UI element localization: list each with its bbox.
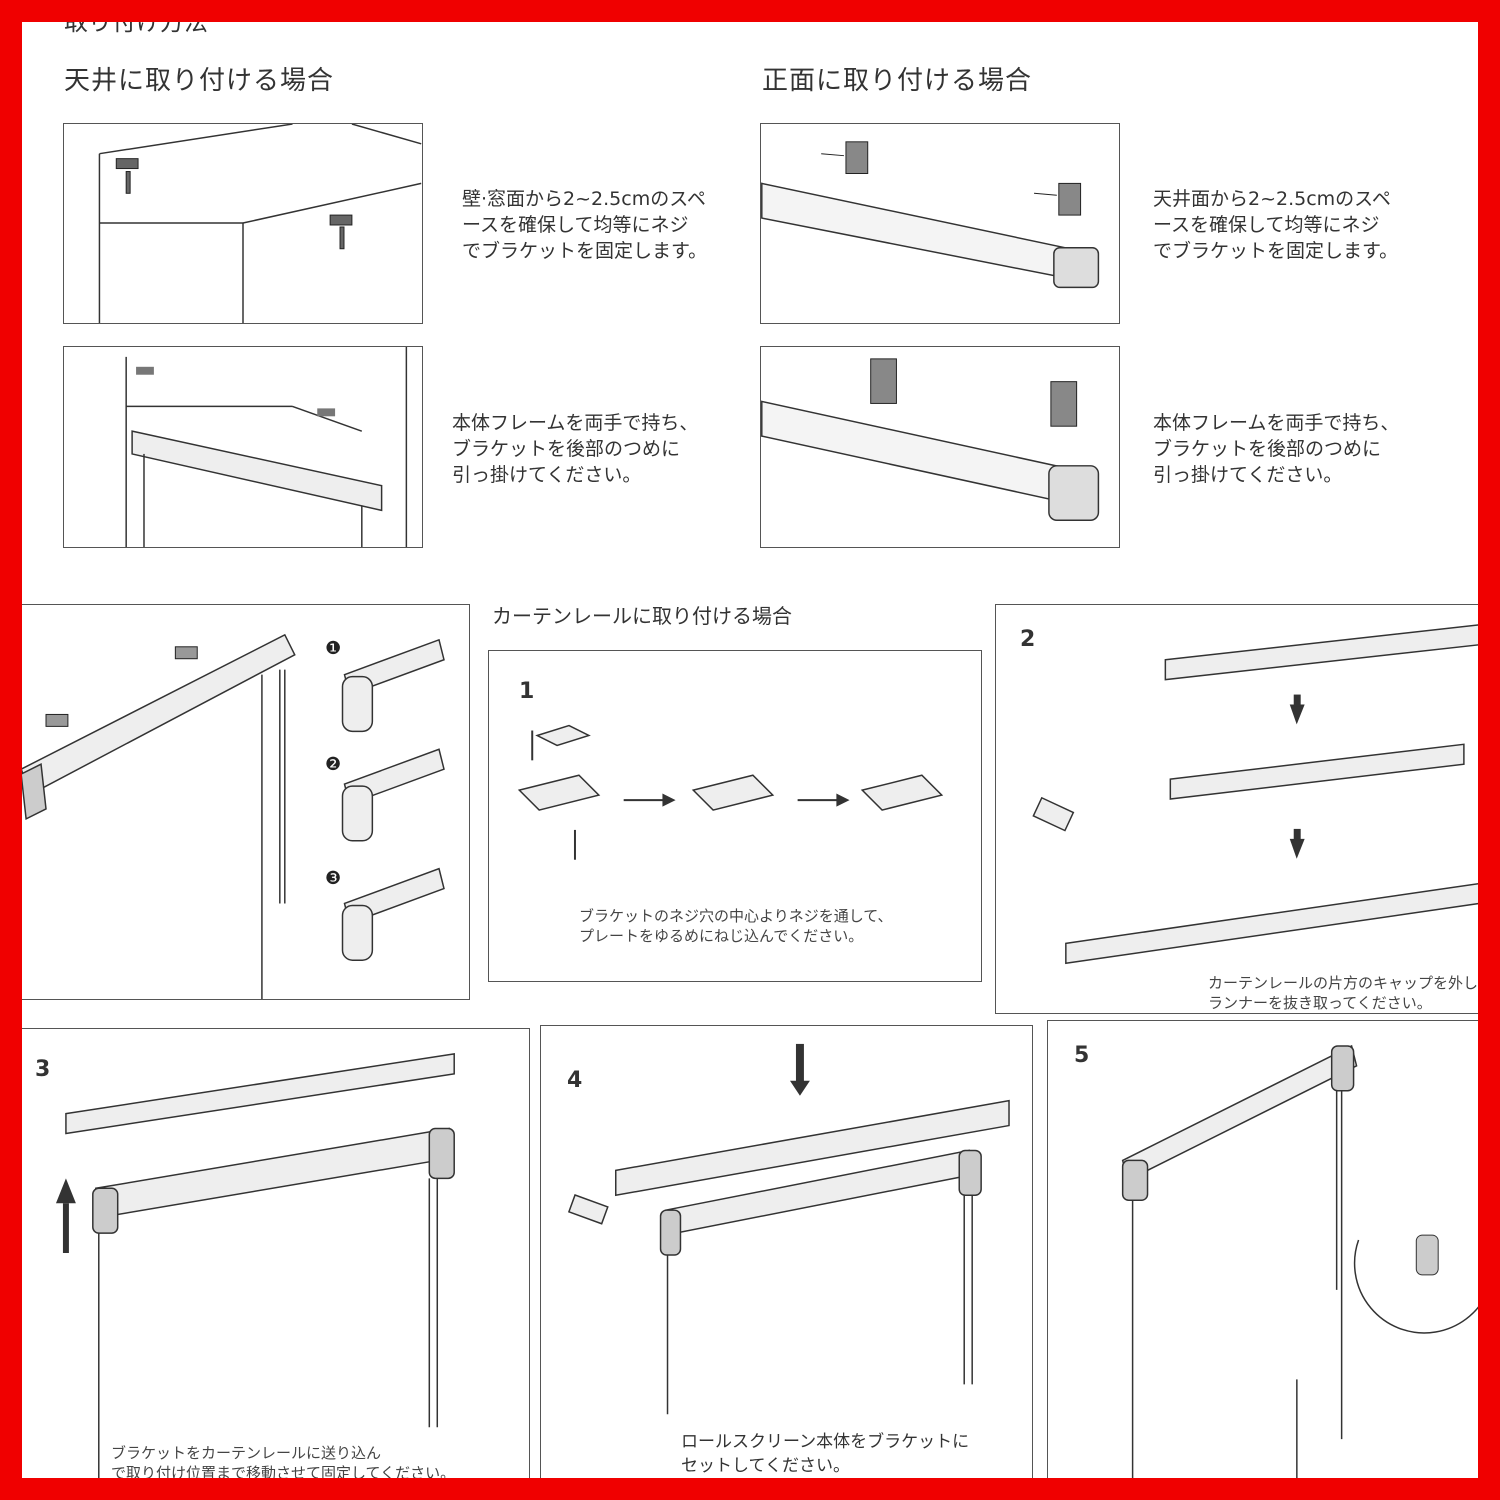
step2-text: カーテンレールの片方のキャップを外し ランナーを抜き取ってください。	[1208, 974, 1479, 1012]
step2-number: 2	[1020, 627, 1036, 652]
step2-rail-runner-diagram	[1032, 624, 1479, 965]
ceiling-step1-text: 壁·窓面から2~2.5cmのスペ ースを確保して均等にネジ でブラケットを固定し…	[462, 188, 708, 262]
step3-panel: 3 ブラケットをカーテンレールに送り込ん で取り付け位置まで移動させて固定してく…	[20, 1028, 530, 1482]
curtain-rail-title: カーテンレールに取り付ける場合	[492, 604, 792, 628]
front-roller-diagram	[761, 358, 1100, 522]
step3-number: 3	[35, 1057, 51, 1082]
step5-number: 5	[1074, 1043, 1090, 1068]
step5-panel: 5	[1047, 1020, 1480, 1480]
step1-panel: 1 ブラケットのネジ穴の中心よりネジを通して、 プレートをゆるめにねじ込んでくだ…	[488, 650, 982, 982]
ceiling-step1-illustration	[63, 123, 423, 324]
sub-step-marker-2: ❷	[325, 754, 342, 775]
step4-text: ロールスクリーン本体をブラケットに セットしてください。	[681, 1432, 970, 1476]
step4-mount-diagram	[567, 1043, 1010, 1415]
step3-bracket-slide-diagram	[55, 1053, 455, 1479]
page-heading: 取り付け方法	[64, 8, 208, 36]
ceiling-section-title: 天井に取り付ける場合	[64, 66, 335, 96]
step2-panel: 2 カーテンレールの片方のキャップを外し ランナーを抜き取ってください。	[995, 604, 1480, 1014]
step4-number: 4	[567, 1068, 583, 1093]
front-step1-illustration	[760, 123, 1120, 324]
ceiling-step2-illustration	[63, 346, 423, 548]
step1-bracket-assembly-diagram	[517, 724, 944, 860]
rail-overview-diagram	[21, 633, 445, 999]
sub-step-marker-1: ❶	[325, 638, 342, 659]
front-step1-text: 天井面から2~2.5cmのスペ ースを確保して均等にネジ でブラケットを固定しま…	[1153, 188, 1399, 262]
step5-installed-diagram	[1121, 1044, 1479, 1479]
curtain-rail-overview-illustration	[20, 604, 470, 1000]
sub-step-marker-3: ❸	[325, 868, 342, 889]
front-bracket-diagram	[761, 141, 1100, 289]
ceiling-step2-text: 本体フレームを両手で持ち、 ブラケットを後部のつめに 引っ掛けてください。	[452, 412, 699, 486]
front-section-title: 正面に取り付ける場合	[762, 66, 1033, 96]
ceiling-roller-diagram	[125, 347, 408, 547]
step3-text: ブラケットをカーテンレールに送り込ん で取り付け位置まで移動させて固定してくださ…	[111, 1444, 456, 1482]
step1-number: 1	[519, 679, 535, 704]
step4-panel: 4 ロールスクリーン本体をブラケットに セットしてください。	[540, 1025, 1033, 1480]
front-step2-text: 本体フレームを両手で持ち、 ブラケットを後部のつめに 引っ掛けてください。	[1153, 412, 1400, 486]
front-step2-illustration	[760, 346, 1120, 548]
ceiling-bracket-diagram	[98, 124, 422, 323]
step1-text: ブラケットのネジ穴の中心よりネジを通して、 プレートをゆるめにねじ込んでください…	[579, 907, 893, 945]
